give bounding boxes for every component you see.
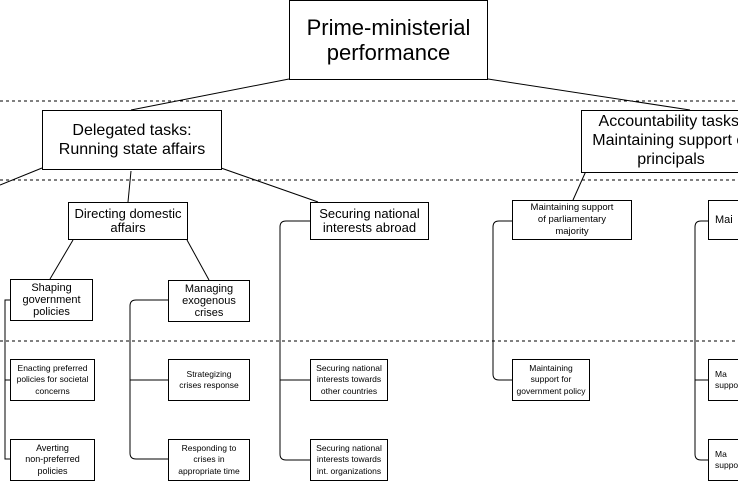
node-label: Managing exogenous crises bbox=[182, 283, 236, 319]
leaf-enacting-preferred-policies: Enacting preferred policies for societal… bbox=[10, 359, 95, 401]
node-label: Accountability tasks: Maintaining suppor… bbox=[592, 113, 738, 168]
node-label: Enacting preferred policies for societal… bbox=[16, 362, 89, 396]
edge-root-accountability bbox=[487, 78, 691, 111]
node-label: Maintaining support for government polic… bbox=[516, 362, 586, 396]
leaf-strategizing-crises-response: Strategizing crises response bbox=[168, 359, 250, 401]
node-label: Mai bbox=[715, 214, 733, 226]
node-prime-ministerial-performance: Prime-ministerial performance bbox=[289, 0, 488, 80]
node-label: Prime-ministerial performance bbox=[306, 15, 471, 65]
leaf-interests-other-countries: Securing national interests towards othe… bbox=[310, 359, 388, 401]
leaf-support-government-policy: Maintaining support for government polic… bbox=[512, 359, 590, 401]
node-shaping-government-policies: Shaping government policies bbox=[10, 279, 93, 321]
node-label: Delegated tasks: Running state affairs bbox=[58, 122, 206, 158]
node-label: Ma suppo bbox=[715, 448, 738, 471]
node-label: Responding to crises in appropriate time bbox=[178, 442, 240, 476]
node-managing-exogenous-crises: Managing exogenous crises bbox=[168, 280, 250, 322]
node-label: Securing national interests towards int.… bbox=[316, 442, 382, 476]
edge-domestic-crises bbox=[186, 239, 210, 281]
leaf-interests-international-organizations: Securing national interests towards int.… bbox=[310, 439, 388, 481]
edge-domestic-shaping bbox=[49, 239, 74, 280]
leaf-offscreen-1: Ma suppo bbox=[708, 359, 738, 401]
bracket-offscreen-leaves bbox=[694, 220, 708, 461]
edge-accountability-parliament bbox=[572, 170, 587, 201]
leaf-responding-to-crises: Responding to crises in appropriate time bbox=[168, 439, 250, 481]
edge-delegated-left-offscreen bbox=[0, 167, 43, 186]
node-label: Maintaining support of parliamentary maj… bbox=[530, 202, 614, 237]
node-label: Averting non-preferred policies bbox=[25, 442, 80, 476]
node-label: Directing domestic affairs bbox=[74, 206, 182, 235]
bracket-abroad-leaves bbox=[279, 220, 310, 461]
node-directing-domestic-affairs: Directing domestic affairs bbox=[68, 202, 188, 240]
bracket-crises-leaves bbox=[129, 299, 168, 460]
edge-root-delegated bbox=[130, 78, 290, 111]
node-label: Strategizing crises response bbox=[179, 368, 239, 391]
node-label: Ma suppo bbox=[715, 368, 738, 391]
node-label: Securing national interests towards othe… bbox=[316, 362, 382, 396]
node-delegated-tasks: Delegated tasks: Running state affairs bbox=[42, 110, 222, 170]
edge-delegated-abroad bbox=[220, 167, 319, 203]
tree-edges bbox=[0, 78, 708, 461]
leaf-averting-non-preferred-policies: Averting non-preferred policies bbox=[10, 439, 95, 481]
node-label: Securing national interests abroad bbox=[319, 206, 420, 235]
bracket-shaping-leaves bbox=[4, 299, 10, 460]
leaf-offscreen-2: Ma suppo bbox=[708, 439, 738, 481]
node-label: Shaping government policies bbox=[22, 282, 81, 318]
node-maintaining-parliamentary-support: Maintaining support of parliamentary maj… bbox=[512, 200, 632, 240]
node-offscreen-level2: Mai bbox=[708, 200, 738, 240]
edge-delegated-domestic bbox=[127, 170, 132, 203]
bracket-parliament-leaves bbox=[492, 220, 512, 381]
node-securing-interests-abroad: Securing national interests abroad bbox=[310, 202, 429, 240]
level-separators bbox=[0, 100, 738, 342]
node-accountability-tasks: Accountability tasks: Maintaining suppor… bbox=[581, 110, 738, 173]
